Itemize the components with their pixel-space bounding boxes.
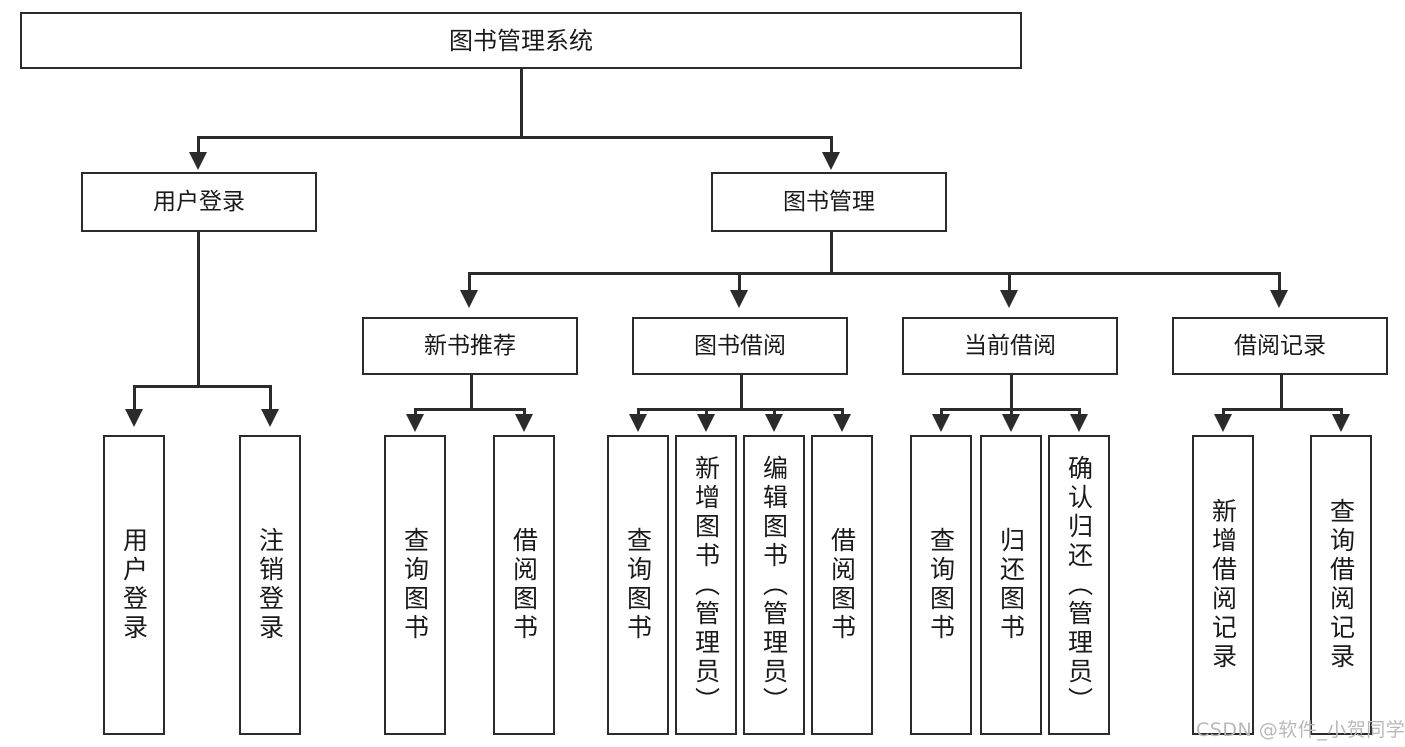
leaf-borrow-record-add-record[interactable]: 新增借阅记录 (1192, 435, 1254, 735)
connector-user-login-bus (133, 385, 269, 388)
connector-root-stem (520, 69, 523, 136)
arrow-down-icon (697, 414, 715, 432)
connector-new-book-stem (470, 375, 473, 408)
node-label: 查询图书 (623, 527, 653, 643)
connector-user-login-leaf-2 (269, 385, 272, 413)
node-book-borrow[interactable]: 图书借阅 (632, 317, 848, 375)
node-current-borrow[interactable]: 当前借阅 (902, 317, 1118, 375)
node-book-management[interactable]: 图书管理 (711, 172, 947, 232)
connector-user-login-leaf-1 (133, 385, 136, 413)
connector-book-management-stem (830, 232, 833, 272)
leaf-current-borrow-query-book[interactable]: 查询图书 (910, 435, 972, 735)
arrow-down-icon (765, 414, 783, 432)
node-label: 用户登录 (153, 188, 245, 215)
node-label: 新增借阅记录 (1208, 498, 1238, 672)
connector-new-book-leaf-1 (414, 408, 417, 418)
leaf-current-borrow-return-book[interactable]: 归还图书 (980, 435, 1042, 735)
node-borrow-record[interactable]: 借阅记录 (1172, 317, 1388, 375)
connector-borrow-record-bus (1222, 408, 1342, 411)
node-label: 图书管理 (783, 188, 875, 215)
connector-book-borrow-stem (740, 375, 743, 408)
connector-new-book-leaf-2 (523, 408, 526, 418)
node-user-login[interactable]: 用户登录 (81, 172, 317, 232)
leaf-new-book-query-book[interactable]: 查询图书 (384, 435, 446, 735)
node-label: 新增图书（管理员） (691, 454, 721, 716)
arrow-down-icon (1070, 414, 1088, 432)
node-label: 查询图书 (926, 527, 956, 643)
leaf-book-borrow-borrow-book[interactable]: 借阅图书 (811, 435, 873, 735)
connector-current-borrow-leaf-3 (1078, 408, 1081, 418)
connector-book-borrow-leaf-3 (773, 408, 776, 418)
connector-user-login-stem (197, 232, 200, 385)
node-label: 编辑图书（管理员） (759, 454, 789, 716)
arrow-down-icon (261, 409, 279, 427)
connector-borrow-record-stem (1280, 375, 1283, 408)
node-label: 借阅图书 (509, 527, 539, 643)
node-label: 图书管理系统 (449, 26, 593, 55)
connector-current-borrow-leaf-1 (940, 408, 943, 418)
arrow-down-icon (189, 152, 207, 170)
node-label: 查询图书 (400, 527, 430, 643)
leaf-new-book-borrow-book[interactable]: 借阅图书 (493, 435, 555, 735)
node-label: 新书推荐 (424, 332, 516, 359)
node-label: 借阅记录 (1234, 332, 1326, 359)
connector-root-bus (197, 136, 833, 139)
connector-book-borrow-leaf-4 (841, 408, 844, 418)
node-label: 图书借阅 (694, 332, 786, 359)
connector-book-borrow-leaf-2 (705, 408, 708, 418)
connector-borrow-record-leaf-1 (1222, 408, 1225, 418)
arrow-down-icon (1332, 414, 1350, 432)
arrow-down-icon (1000, 290, 1018, 308)
connector-bm-to-current-borrow (1008, 272, 1011, 294)
arrow-down-icon (629, 414, 647, 432)
arrow-down-icon (125, 409, 143, 427)
connector-bm-to-borrow-record (1278, 272, 1281, 294)
connector-book-borrow-leaf-1 (637, 408, 640, 418)
arrow-down-icon (730, 290, 748, 308)
leaf-borrow-record-query-record[interactable]: 查询借阅记录 (1310, 435, 1372, 735)
node-label: 借阅图书 (827, 527, 857, 643)
arrow-down-icon (822, 152, 840, 170)
node-label: 查询借阅记录 (1326, 498, 1356, 672)
node-label: 归还图书 (996, 527, 1026, 643)
connector-bm-to-new-book (468, 272, 471, 294)
arrow-down-icon (932, 414, 950, 432)
leaf-book-borrow-query-book[interactable]: 查询图书 (607, 435, 669, 735)
connector-book-management-bus (468, 272, 1280, 275)
arrow-down-icon (1270, 290, 1288, 308)
connector-bm-to-book-borrow (738, 272, 741, 294)
arrow-down-icon (460, 290, 478, 308)
connector-current-borrow-leaf-2 (1010, 408, 1013, 418)
leaf-book-borrow-add-book-admin[interactable]: 新增图书（管理员） (675, 435, 737, 735)
leaf-user-login-login[interactable]: 用户登录 (103, 435, 165, 735)
arrow-down-icon (833, 414, 851, 432)
leaf-user-login-logout[interactable]: 注销登录 (239, 435, 301, 735)
node-label: 确认归还（管理员） (1064, 454, 1094, 716)
arrow-down-icon (515, 414, 533, 432)
node-new-book-recommend[interactable]: 新书推荐 (362, 317, 578, 375)
leaf-book-borrow-edit-book-admin[interactable]: 编辑图书（管理员） (743, 435, 805, 735)
node-label: 用户登录 (119, 527, 149, 643)
arrow-down-icon (1214, 414, 1232, 432)
node-book-management-system[interactable]: 图书管理系统 (20, 12, 1022, 69)
arrow-down-icon (1002, 414, 1020, 432)
connector-borrow-record-leaf-2 (1340, 408, 1343, 418)
leaf-current-borrow-confirm-return-admin[interactable]: 确认归还（管理员） (1048, 435, 1110, 735)
arrow-down-icon (406, 414, 424, 432)
connector-root-to-user-login (197, 136, 200, 156)
node-label: 注销登录 (255, 527, 285, 643)
connector-current-borrow-stem (1010, 375, 1013, 408)
node-label: 当前借阅 (964, 332, 1056, 359)
connector-book-borrow-bus (637, 408, 844, 411)
connector-root-to-book-management (830, 136, 833, 156)
connector-new-book-bus (414, 408, 526, 411)
